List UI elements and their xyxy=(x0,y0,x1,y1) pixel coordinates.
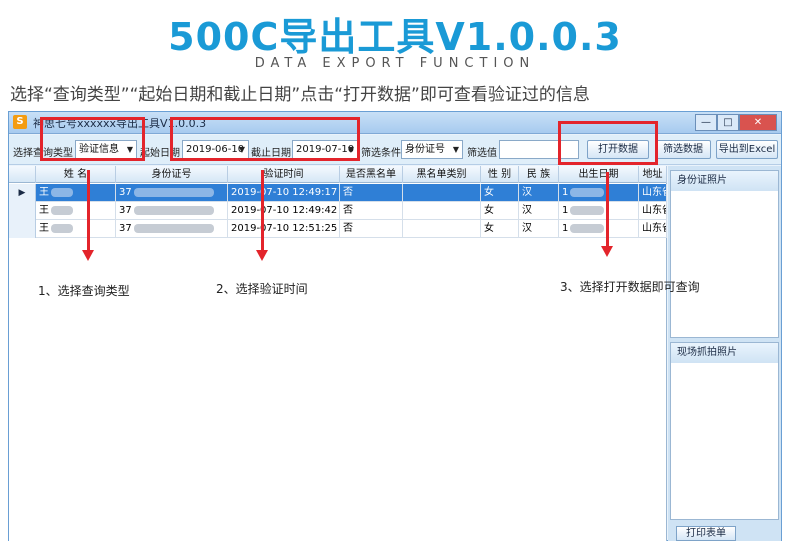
cell-gender: 女 xyxy=(481,220,519,238)
filter-condition-select[interactable]: 身份证号 ▼ xyxy=(401,140,463,159)
minimize-button[interactable]: — xyxy=(695,114,717,131)
hero-title: 500C导出工具V1.0.0.3 xyxy=(168,15,622,59)
cell-time: 2019-07-10 12:49:17 xyxy=(228,184,340,202)
arrow-down-icon xyxy=(82,250,94,261)
cell-ethnicity: 汉 xyxy=(519,184,559,202)
cell-blacklist-type xyxy=(403,202,481,220)
annotation-arrow-line xyxy=(606,172,609,246)
cell-address: 山东省 xyxy=(639,220,667,238)
row-indicator xyxy=(9,220,36,238)
column-header[interactable]: 出生日期 xyxy=(559,166,639,183)
cell-blacklist: 否 xyxy=(340,184,403,202)
cell-time: 2019-07-10 12:51:25 xyxy=(228,220,340,238)
step1-note: 1、选择查询类型 xyxy=(38,284,130,298)
cell-birth: 1 xyxy=(559,220,639,238)
cell-id: 37 xyxy=(116,202,228,220)
app-window: S 神思七号xxxxxx导出工具V1.0.0.3 — □ ✕ 选择查询类型 验证… xyxy=(8,111,782,541)
row-indicator xyxy=(9,202,36,220)
print-form-button[interactable]: 打印表单 xyxy=(676,526,736,541)
live-photo-label: 现场抓拍照片 xyxy=(671,343,778,363)
maximize-button[interactable]: □ xyxy=(717,114,739,131)
app-logo-icon: S xyxy=(13,115,27,129)
chevron-down-icon: ▼ xyxy=(126,145,133,154)
end-date-value: 2019-07-10 xyxy=(296,144,355,155)
filter-condition-value: 身份证号 xyxy=(405,144,445,155)
chevron-down-icon: ▼ xyxy=(238,145,245,154)
cell-gender: 女 xyxy=(481,202,519,220)
cell-address: 山东省 xyxy=(639,184,667,202)
table-row[interactable]: 王 37 2019-07-10 12:49:42 否 女 汉 1 山东省 xyxy=(9,202,667,220)
cell-id: 37 xyxy=(116,184,228,202)
annotation-box-date-range xyxy=(170,117,360,161)
photo-side-panel: 身份证照片 现场抓拍照片 打印表单 xyxy=(668,166,781,541)
annotation-arrow-line xyxy=(87,170,90,250)
step3-note: 3、选择打开数据即可查询 xyxy=(560,280,700,294)
filter-condition-label: 筛选条件 xyxy=(361,148,401,159)
annotation-box-open-data xyxy=(558,121,658,165)
cell-blacklist: 否 xyxy=(340,202,403,220)
close-button[interactable]: ✕ xyxy=(739,114,777,131)
column-header[interactable]: 地址 xyxy=(639,166,667,183)
chevron-down-icon: ▼ xyxy=(452,145,459,154)
cell-gender: 女 xyxy=(481,184,519,202)
id-photo-panel: 身份证照片 xyxy=(670,170,779,338)
cell-birth: 1 xyxy=(559,202,639,220)
query-type-value: 验证信息 xyxy=(79,144,119,155)
column-header[interactable]: 性 别 xyxy=(481,166,519,183)
step2-note: 2、选择验证时间 xyxy=(216,282,308,296)
arrow-down-icon xyxy=(601,246,613,257)
cell-ethnicity: 汉 xyxy=(519,220,559,238)
cell-time: 2019-07-10 12:49:42 xyxy=(228,202,340,220)
column-header[interactable]: 黑名单类别 xyxy=(403,166,481,183)
filter-value-label: 筛选值 xyxy=(467,148,497,159)
cell-ethnicity: 汉 xyxy=(519,202,559,220)
arrow-down-icon xyxy=(256,250,268,261)
column-header[interactable]: 姓 名 xyxy=(36,166,116,183)
cell-address: 山东省 xyxy=(639,202,667,220)
annotation-arrow-line xyxy=(261,170,264,250)
column-header[interactable]: 验证时间 xyxy=(228,166,340,183)
start-date-picker[interactable]: 2019-06-10 ▼ xyxy=(182,140,249,159)
column-header[interactable]: 是否黑名单 xyxy=(340,166,403,183)
chevron-down-icon: ▼ xyxy=(347,145,354,154)
id-photo-label: 身份证照片 xyxy=(671,171,778,191)
table-row[interactable]: ▶ 王 37 2019-07-10 12:49:17 否 女 汉 1 山东省 xyxy=(9,184,667,202)
window-controls: — □ ✕ xyxy=(695,114,777,131)
cell-name: 王 xyxy=(36,202,116,220)
live-photo-panel: 现场抓拍照片 xyxy=(670,342,779,520)
annotation-box-query-type xyxy=(40,117,145,161)
filter-data-button[interactable]: 筛选数据 xyxy=(655,140,711,159)
open-data-button[interactable]: 打开数据 xyxy=(587,140,649,159)
cell-blacklist-type xyxy=(403,220,481,238)
column-header[interactable]: 民 族 xyxy=(519,166,559,183)
start-date-value: 2019-06-10 xyxy=(186,144,245,155)
table-row[interactable]: 王 37 2019-07-10 12:51:25 否 女 汉 1 山东省 xyxy=(9,220,667,238)
cell-birth: 1 xyxy=(559,184,639,202)
export-excel-button[interactable]: 导出到Excel xyxy=(716,140,778,159)
end-date-label: 截止日期 xyxy=(251,148,291,159)
column-header[interactable]: 身份证号 xyxy=(116,166,228,183)
data-grid: 姓 名 身份证号 验证时间 是否黑名单 黑名单类别 性 别 民 族 出生日期 地… xyxy=(9,166,667,541)
grid-header: 姓 名 身份证号 验证时间 是否黑名单 黑名单类别 性 别 民 族 出生日期 地… xyxy=(9,166,667,183)
row-indicator-header xyxy=(9,166,36,183)
hero-subtitle: DATA EXPORT FUNCTION xyxy=(254,56,536,71)
cell-blacklist-type xyxy=(403,184,481,202)
query-type-label: 选择查询类型 xyxy=(13,148,73,159)
window-title: 神思七号xxxxxx导出工具V1.0.0.3 xyxy=(33,117,207,130)
start-date-label: 起始日期 xyxy=(140,148,180,159)
cell-name: 王 xyxy=(36,184,116,202)
cell-blacklist: 否 xyxy=(340,220,403,238)
instruction-text: 选择“查询类型”“起始日期和截止日期”点击“打开数据”即可查看验证过的信息 xyxy=(10,85,590,105)
cell-name: 王 xyxy=(36,220,116,238)
row-pointer-icon: ▶ xyxy=(9,184,36,202)
cell-id: 37 xyxy=(116,220,228,238)
